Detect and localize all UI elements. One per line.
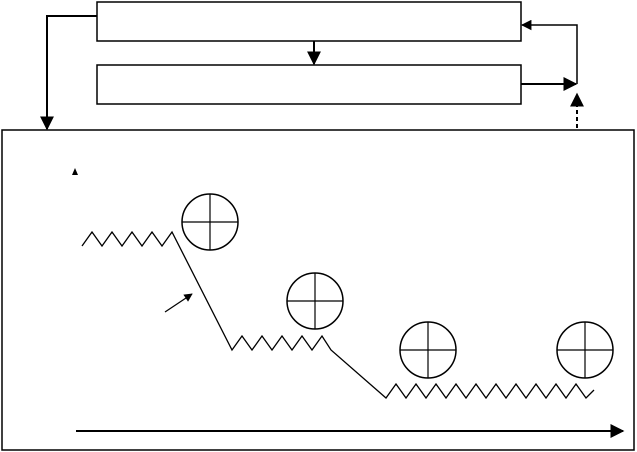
arrow-top-to-panel: [40, 15, 97, 131]
circle-4: [556, 321, 614, 379]
profile-line: [81, 230, 595, 400]
circle-2: [286, 272, 344, 330]
arrow-feedback-to-top: [520, 19, 578, 84]
circle-1: [181, 193, 239, 251]
y-axis-arrow: [72, 168, 78, 175]
top-box: [96, 1, 522, 42]
pointer-arrow: [164, 293, 193, 313]
circle-3: [399, 321, 457, 379]
middle-box: [96, 64, 522, 105]
